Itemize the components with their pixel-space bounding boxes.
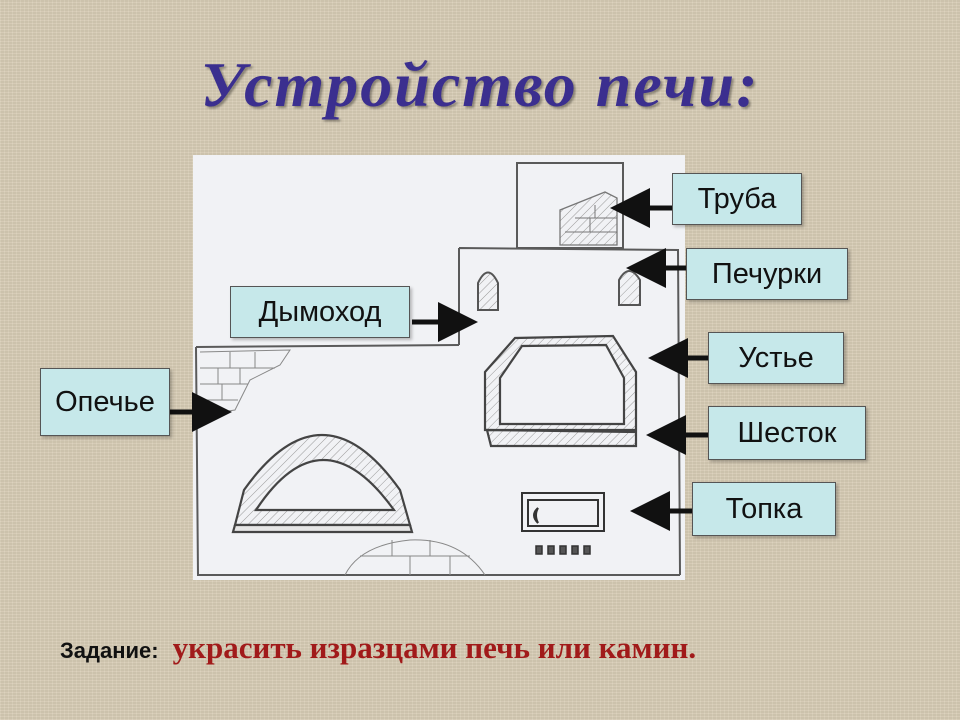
label-opechye: Опечье bbox=[40, 368, 170, 436]
task-label: Задание: bbox=[60, 638, 159, 663]
bottom-bricks bbox=[344, 539, 486, 576]
ustye-mouth bbox=[483, 334, 638, 448]
label-dymokhod: Дымоход bbox=[230, 286, 410, 338]
lower-arch bbox=[231, 433, 414, 534]
page-title: Устройство печи: bbox=[200, 49, 760, 120]
task-line: Задание: украсить изразцами печь или кам… bbox=[60, 630, 696, 666]
label-ustye: Устье bbox=[708, 332, 844, 384]
topka-vents bbox=[535, 545, 591, 555]
label-topka: Топка bbox=[692, 482, 836, 536]
label-shestok: Шесток bbox=[708, 406, 866, 460]
label-truba: Труба bbox=[672, 173, 802, 225]
label-pechurki: Печурки bbox=[686, 248, 848, 300]
topka-door bbox=[521, 492, 605, 532]
task-text: украсить изразцами печь или камин. bbox=[172, 630, 697, 665]
